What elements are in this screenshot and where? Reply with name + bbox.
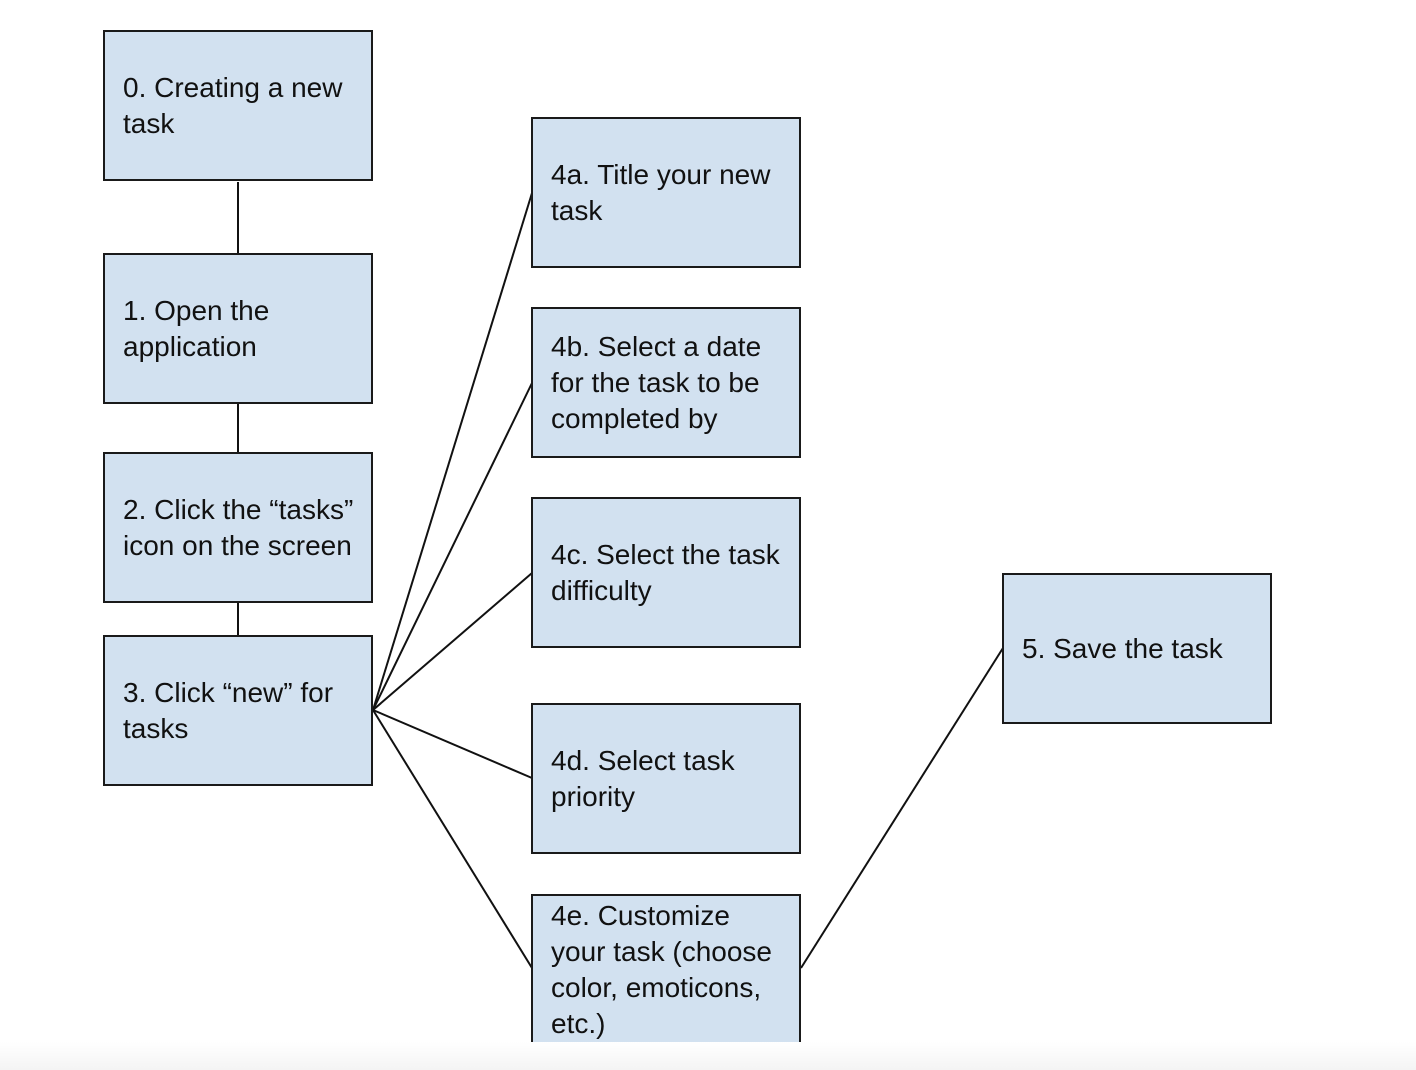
step-4b-node: 4b. Select a date for the task to be com… — [531, 307, 801, 458]
step-4e-label: 4e. Customize your task (choose color, e… — [551, 899, 772, 1039]
step-4a-label: 4a. Title your new task — [551, 158, 771, 226]
step-4d-node: 4d. Select task priority — [531, 703, 801, 854]
bottom-edge-strip — [0, 1042, 1416, 1070]
edge-4e-5 — [800, 647, 1004, 969]
step-3-label: 3. Click “new” for tasks — [123, 676, 334, 744]
edge-3-4d — [372, 709, 533, 779]
step-4e-node: 4e. Customize your task (choose color, e… — [531, 894, 801, 1045]
step-4d-label: 4d. Select task priority — [551, 744, 735, 812]
step-1-node: 1. Open the application — [103, 253, 373, 404]
step-2-label: 2. Click the “tasks” icon on the screen — [123, 493, 354, 561]
step-4c-label: 4c. Select the task difficulty — [551, 538, 780, 606]
step-5-label: 5. Save the task — [1022, 632, 1223, 664]
step-5-node: 5. Save the task — [1002, 573, 1272, 724]
step-1-label: 1. Open the application — [123, 294, 270, 362]
step-4a-node: 4a. Title your new task — [531, 117, 801, 268]
edge-3-4b — [372, 382, 533, 711]
step-4b-label: 4b. Select a date for the task to be com… — [551, 330, 762, 434]
edge-3-4e — [372, 709, 533, 969]
step-0-node: 0. Creating a new task — [103, 30, 373, 181]
edge-3-4a — [372, 192, 533, 711]
edge-3-4c — [372, 572, 533, 711]
step-0-label: 0. Creating a new task — [123, 71, 343, 139]
step-3-node: 3. Click “new” for tasks — [103, 635, 373, 786]
step-4c-node: 4c. Select the task difficulty — [531, 497, 801, 648]
step-2-node: 2. Click the “tasks” icon on the screen — [103, 452, 373, 603]
